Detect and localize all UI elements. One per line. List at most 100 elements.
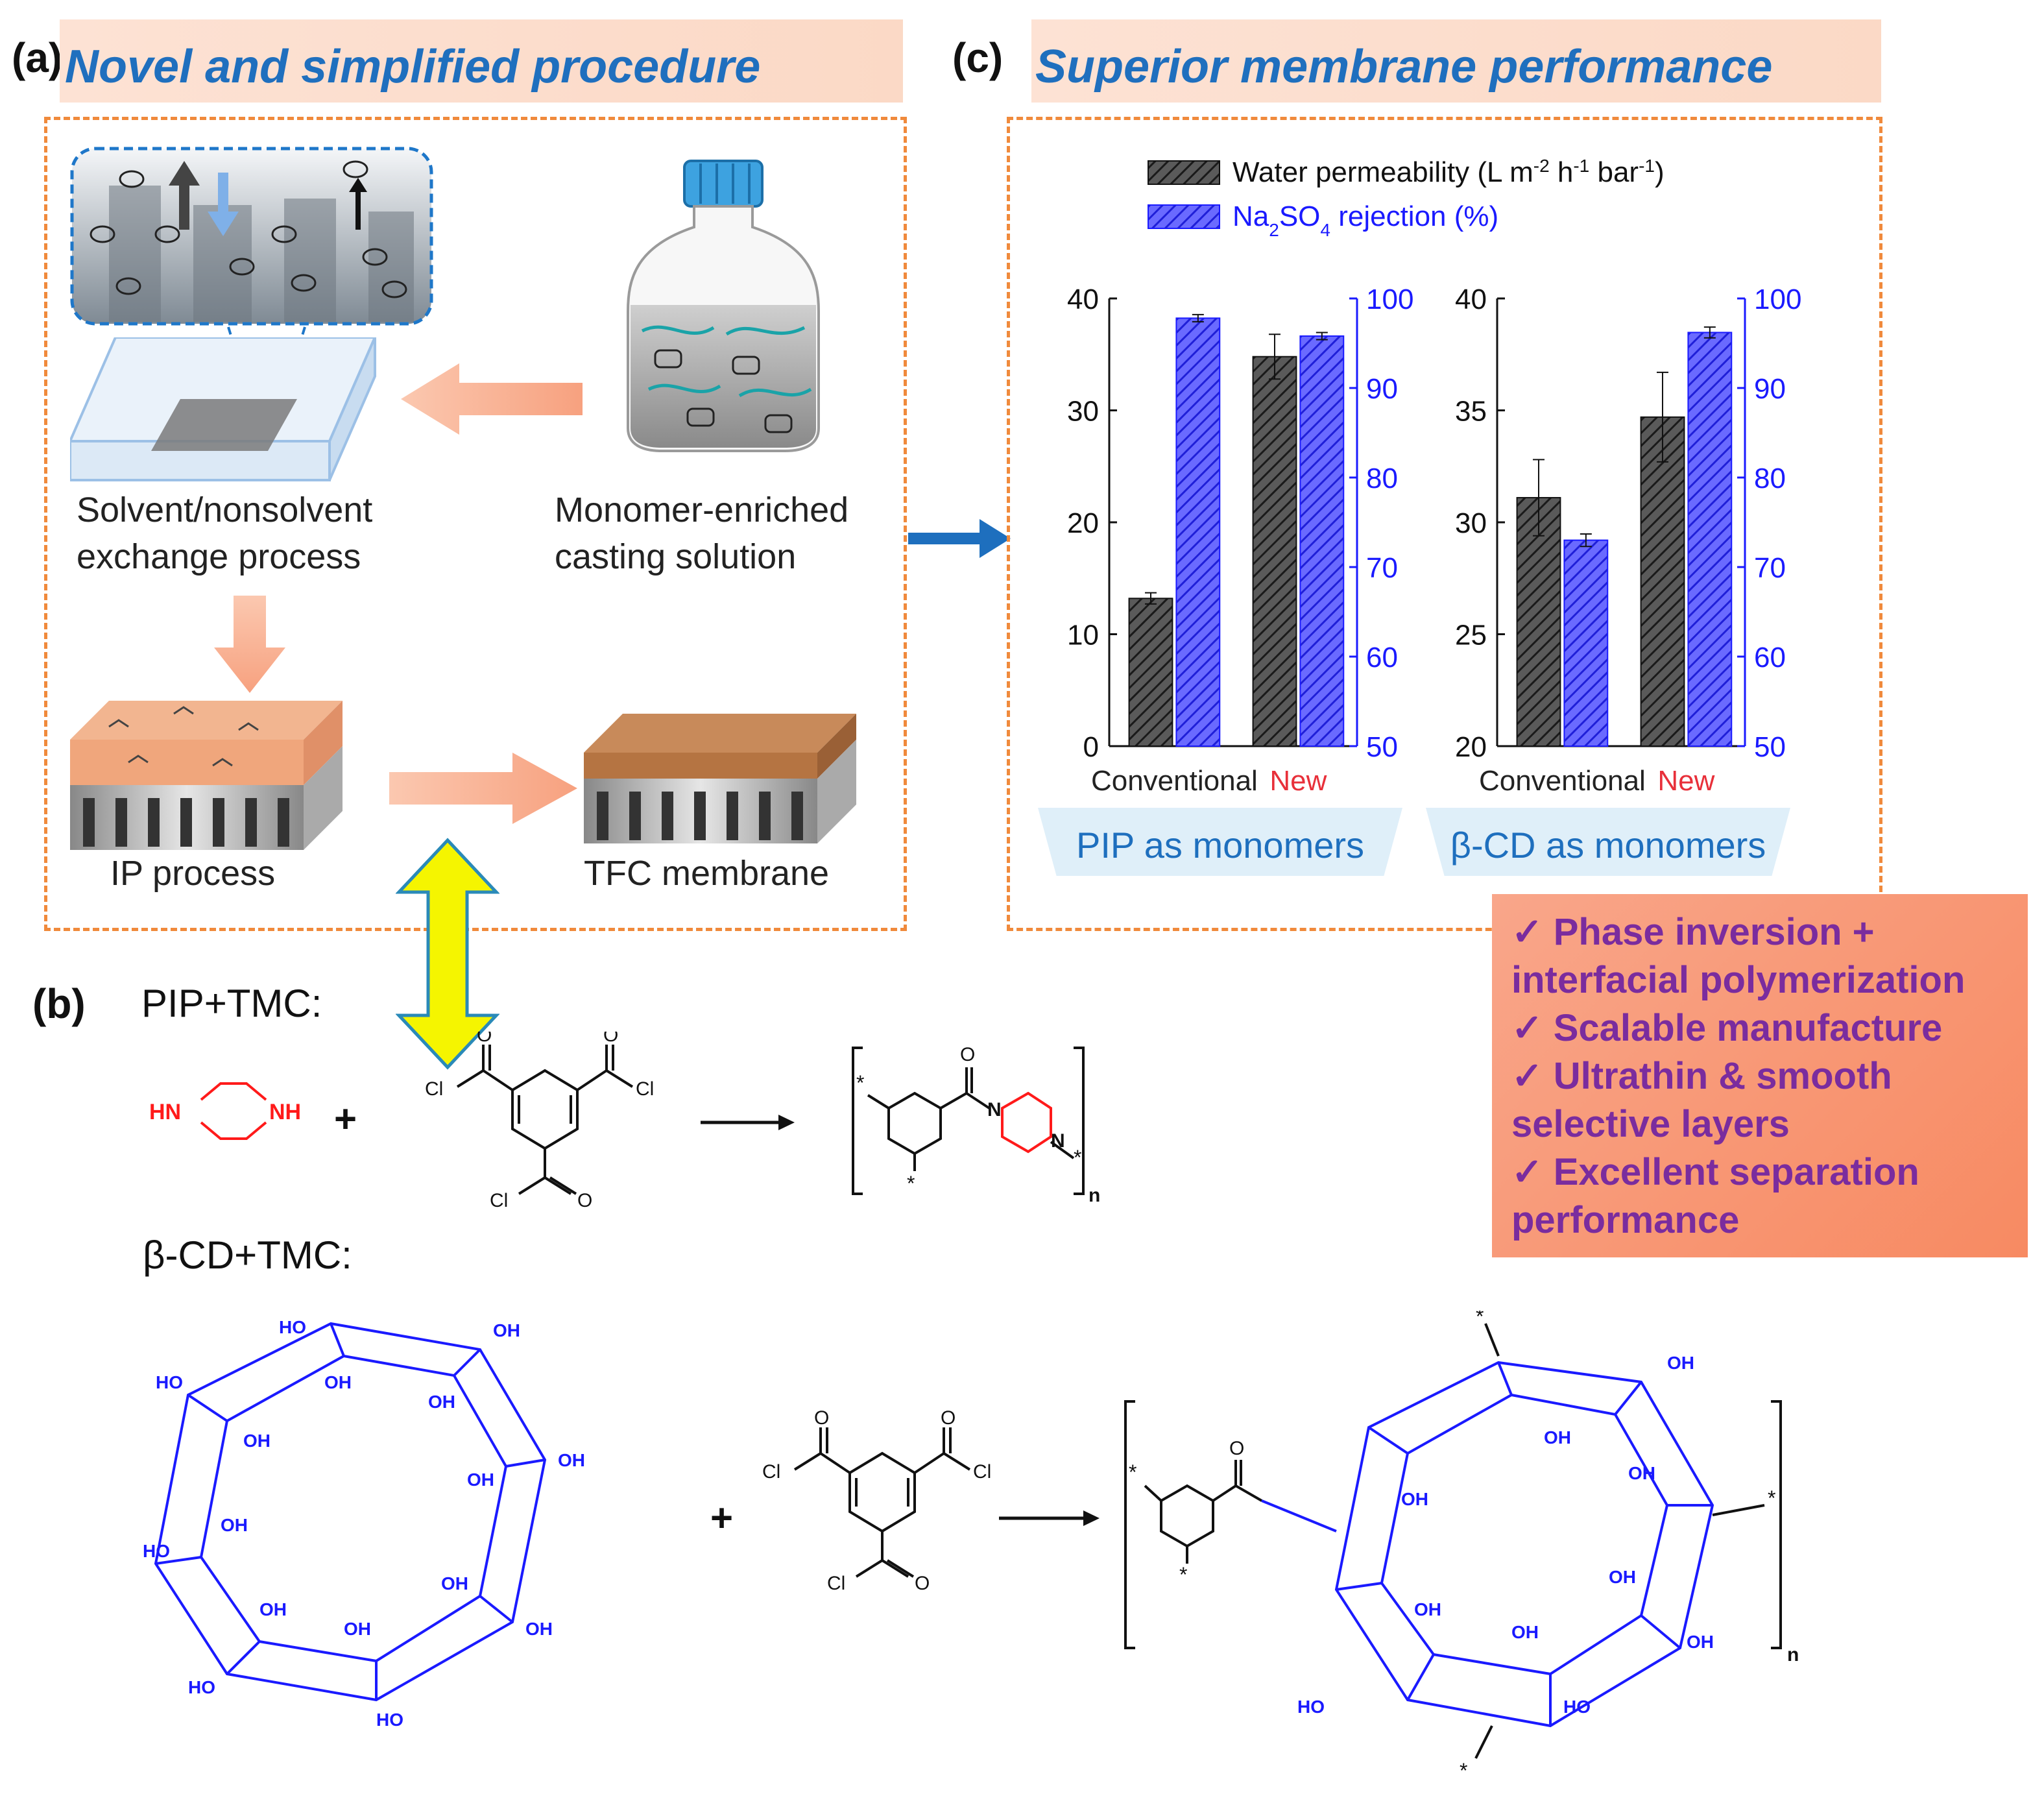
chart-1-left-tick-label: 25: [1455, 620, 1487, 651]
chart-0-title: PIP as monomers: [1076, 825, 1364, 866]
reaction-arrow-2: [999, 1510, 1100, 1526]
svg-text:OH: OH: [1628, 1463, 1655, 1483]
chart-0-right-tick-label: 60: [1366, 642, 1398, 673]
chart-0-right-tick-label: 50: [1366, 731, 1398, 763]
arrow-to-panel-c-icon: [908, 519, 1011, 558]
arrow-down-icon: [214, 596, 285, 693]
svg-text:*: *: [1476, 1311, 1484, 1328]
double-arrow-icon: [396, 838, 499, 1070]
svg-text:*: *: [856, 1071, 864, 1095]
svg-text:OH: OH: [243, 1431, 271, 1451]
chart-1-right-tick-label: 100: [1754, 284, 1801, 315]
tmc-structure: [456, 1045, 634, 1195]
svg-text:O: O: [477, 1032, 492, 1046]
ip-membrane: [70, 701, 343, 850]
panel-a-label: (a): [12, 34, 63, 81]
summary-line-2: interfacial polymerization: [1511, 959, 1966, 1001]
svg-text:*: *: [1074, 1146, 1081, 1169]
svg-text:OH: OH: [1414, 1599, 1441, 1619]
panel-a-title: Novel and simplified procedure: [65, 41, 761, 93]
arrow-right-icon: [389, 753, 577, 824]
atom-hn: HN: [149, 1100, 181, 1124]
summary-line-4: ✓ Ultrathin & smooth: [1511, 1055, 1892, 1097]
atom-nh: NH: [269, 1100, 301, 1124]
svg-text:OH: OH: [525, 1619, 553, 1639]
panel-b-label: (b): [32, 980, 86, 1027]
summary-line-7: performance: [1511, 1199, 1740, 1241]
svg-text:*: *: [1460, 1759, 1467, 1782]
arrow-left-icon: [401, 363, 583, 435]
svg-text:OH: OH: [558, 1450, 585, 1470]
chart-1-category-label: Conventional: [1479, 765, 1646, 797]
svg-text:O: O: [941, 1407, 956, 1429]
svg-text:Cl: Cl: [425, 1078, 443, 1100]
svg-text:OH: OH: [221, 1515, 248, 1535]
svg-text:HO: HO: [143, 1541, 170, 1561]
svg-text:OH: OH: [1544, 1427, 1571, 1448]
legend-label-rejection: Na2SO4 rejection (%): [1232, 200, 1498, 240]
svg-text:HO: HO: [279, 1317, 306, 1337]
bottle-illustration: [627, 160, 820, 452]
chart-1-bar-conventional-rejection: [1563, 539, 1609, 747]
pip-molecules: [90, 160, 407, 298]
svg-text:Cl: Cl: [490, 1190, 508, 1211]
chart-1-title-band: [1426, 808, 1790, 876]
svg-text:Cl: Cl: [827, 1573, 845, 1594]
chart-0-left-tick-label: 30: [1067, 396, 1099, 428]
chart-0-bar-new-permeability: [1252, 356, 1297, 747]
svg-text:O: O: [915, 1573, 930, 1594]
svg-text:OH: OH: [1511, 1622, 1539, 1642]
panel-a-frame: [44, 117, 907, 931]
svg-text:O: O: [960, 1044, 975, 1065]
chart-0-bar-conventional-rejection: [1175, 317, 1221, 747]
svg-text:OH: OH: [428, 1392, 455, 1412]
chart-1-right-tick-label: 50: [1754, 731, 1786, 763]
svg-text:O: O: [603, 1032, 618, 1046]
step-exchange-line1: Solvent/nonsolvent: [77, 491, 373, 529]
summary-line-3: ✓ Scalable manufacture: [1511, 1007, 1943, 1049]
reaction-arrow-1: [701, 1115, 795, 1130]
chart-0-left-tick-label: 20: [1067, 507, 1099, 539]
summary-line-1: ✓ Phase inversion +: [1511, 911, 1875, 953]
step-casting-line2: casting solution: [555, 537, 797, 576]
bar-charts: Water permeability (L m-2 h-1 bar-1) Na2S…: [1038, 156, 1801, 876]
chart-0-right-tick-label: 80: [1366, 463, 1398, 494]
svg-text:+: +: [710, 1496, 733, 1540]
svg-text:OH: OH: [344, 1619, 371, 1639]
piperazine-structure: [200, 1082, 267, 1140]
polyamide-product-pip: [852, 1047, 1085, 1195]
panel-a-banner: Novel and simplified procedure: [60, 19, 903, 103]
svg-text:OH: OH: [1687, 1632, 1714, 1652]
panel-c-title: Superior membrane performance: [1035, 41, 1773, 93]
svg-text:HO: HO: [1563, 1697, 1591, 1717]
svg-text:N: N: [987, 1099, 1002, 1121]
svg-text:OH: OH: [1401, 1489, 1428, 1509]
chart-0-bar-conventional-permeability: [1128, 598, 1173, 747]
chart-0-right-tick-label: 100: [1366, 284, 1413, 315]
step-exchange-line2: exchange process: [77, 537, 361, 576]
reaction1-label: PIP+TMC:: [141, 982, 322, 1025]
chart-0-category-label: New: [1269, 765, 1327, 797]
legend-swatch-permeability: [1148, 160, 1220, 185]
svg-text:HO: HO: [188, 1677, 215, 1697]
summary-line-6: ✓ Excellent separation: [1511, 1151, 1919, 1193]
chart-1-right-tick-label: 80: [1754, 463, 1786, 494]
svg-text:O: O: [1229, 1438, 1244, 1459]
down-arrow-icon: [208, 173, 239, 236]
chart-1-right-tick-label: 60: [1754, 642, 1786, 673]
chart-1-left-tick-label: 30: [1455, 507, 1487, 539]
chart-1-left-tick-label: 40: [1455, 284, 1487, 315]
beta-cd-product: [1261, 1361, 1714, 1728]
svg-text:OH: OH: [441, 1573, 468, 1593]
legend-label-permeability: Water permeability (L m-2 h-1 bar-1): [1232, 156, 1665, 189]
svg-text:OH: OH: [324, 1372, 352, 1392]
chart-0-right-tick-label: 70: [1366, 552, 1398, 584]
svg-text:Cl: Cl: [762, 1461, 780, 1483]
up-arrow-icon: [169, 161, 200, 230]
chart-0-title-band: [1038, 808, 1402, 876]
svg-text:HO: HO: [376, 1710, 403, 1730]
tmc-structure-2: [793, 1427, 971, 1578]
